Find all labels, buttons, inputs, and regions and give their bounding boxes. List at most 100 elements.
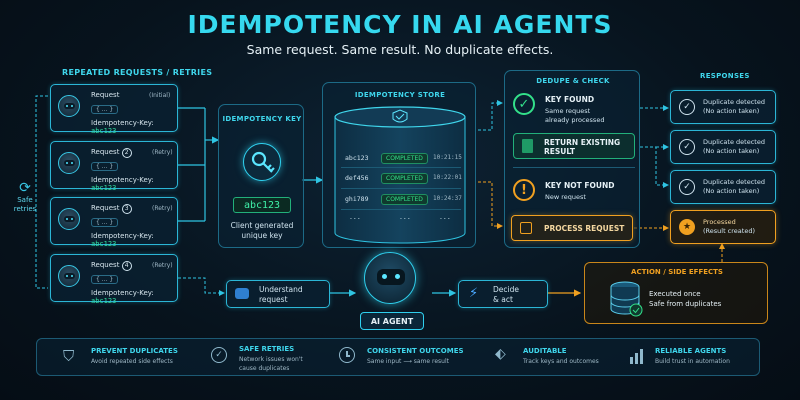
footer-desc: Build trust in automation (655, 358, 730, 365)
key-value: abc123 (91, 127, 117, 135)
request-body: { ... } (91, 105, 119, 114)
ai-agent-label: AI AGENT (360, 312, 424, 330)
dedupe-check-panel: DEDUPE & CHECK ✓ KEY FOUND Same request … (504, 70, 640, 248)
store-key: def456 (345, 174, 369, 182)
request-body: { ... } (91, 275, 119, 284)
table-row: ... ... ... (341, 210, 461, 226)
idempotency-key-value: abc123 (233, 197, 291, 213)
key-found-title: KEY FOUND (545, 95, 595, 104)
response-title: Duplicate detected (703, 178, 765, 186)
understand-line-2: request (259, 295, 288, 304)
return-line-2: RESULT (544, 147, 576, 156)
request-card-2: Request 2 (Retry) { ... } Idempotency-Ke… (50, 141, 178, 192)
warning-icon: ! (513, 179, 535, 201)
database-icon (610, 281, 643, 317)
process-request-label: PROCESS REQUEST (544, 224, 625, 233)
request-label: Request (91, 261, 120, 269)
store-table: abc123 COMPLETED 10:21:15 def456 COMPLET… (341, 151, 462, 226)
check-circle-icon: ✓ (679, 179, 695, 195)
ai-agent-robot-icon (364, 252, 416, 304)
process-request-box: PROCESS REQUEST (511, 215, 633, 241)
request-body: { ... } (91, 162, 119, 171)
document-icon (522, 139, 533, 153)
table-row: ghi789 COMPLETED 10:24:37 (341, 189, 462, 210)
store-time: 10:22:01 (433, 174, 462, 181)
key-found-desc-2: already processed (545, 116, 605, 124)
divider (513, 167, 635, 168)
store-status: COMPLETED (381, 153, 428, 164)
check-icon: ✓ (513, 93, 535, 115)
table-row: abc123 COMPLETED 10:21:15 (341, 151, 462, 168)
request-status: (Retry) (152, 262, 173, 269)
decide-act-box: ⚡ Decide & act (458, 280, 548, 308)
footer-title: RELIABLE AGENTS (655, 347, 727, 355)
footer-title: CONSISTENT OUTCOMES (367, 347, 464, 355)
response-title: Processed (703, 218, 736, 226)
key-not-found-title: KEY NOT FOUND (545, 181, 615, 190)
request-number: 3 (121, 204, 132, 214)
bar-chart-icon (630, 349, 643, 364)
footer-desc: Network issues won't (239, 356, 303, 363)
footer-desc: Track keys and outcomes (523, 358, 599, 365)
store-status: COMPLETED (381, 194, 428, 205)
store-key: ... (349, 213, 361, 221)
request-body: { ... } (91, 218, 119, 227)
response-card-2: ✓ Duplicate detected (No action taken) (670, 130, 776, 164)
table-row: def456 COMPLETED 10:22:01 (341, 168, 462, 189)
robot-icon (58, 152, 80, 174)
request-number: 2 (121, 148, 132, 158)
understand-request-box: Understand request (226, 280, 330, 308)
shield-check-icon: ⛉ (63, 347, 75, 365)
key-label: Idempotency-Key: (91, 289, 154, 297)
return-existing-result-box: RETURN EXISTING RESULT (513, 133, 635, 159)
response-desc: (Result created) (703, 227, 755, 235)
response-desc: (No action taken) (703, 187, 760, 195)
key-label: Idempotency-Key: (91, 176, 154, 184)
safe-retries-label: Safe retries (13, 196, 37, 213)
key-value: abc123 (91, 297, 117, 305)
footer-title: SAFE RETRIES (239, 345, 295, 353)
key-label: Idempotency-Key: (91, 232, 154, 240)
request-status: (Retry) (152, 149, 173, 156)
request-card-4: Request 4 (Retry) { ... } Idempotency-Ke… (50, 254, 178, 305)
request-label: Request (91, 148, 120, 156)
response-title: Duplicate detected (703, 98, 765, 106)
page-title: IDEMPOTENCY IN AI AGENTS (187, 10, 613, 39)
idempotency-store-label: IDEMPOTENCY STORE (354, 91, 446, 99)
store-status: ... (399, 213, 411, 221)
refresh-icon: ⟳ (19, 180, 31, 196)
key-label: Idempotency-Key: (91, 119, 154, 127)
dedupe-section-label: DEDUPE & CHECK (536, 77, 610, 85)
check-circle-icon: ✓ (679, 99, 695, 115)
chip-icon (520, 222, 532, 234)
response-card-1: ✓ Duplicate detected (No action taken) (670, 90, 776, 124)
key-caption-2: unique key (241, 231, 283, 240)
decide-line-2: & act (493, 295, 513, 304)
understand-line-1: Understand (259, 285, 303, 294)
footer-title: AUDITABLE (523, 347, 567, 355)
response-card-processed: ★ Processed (Result created) (670, 210, 776, 244)
robot-icon (58, 265, 80, 287)
idempotency-key-panel: IDEMPOTENCY KEY abc123 Client generated … (218, 104, 304, 248)
key-found-desc-1: Same request (545, 107, 591, 115)
response-title: Duplicate detected (703, 138, 765, 146)
lightning-icon: ⚡ (469, 286, 479, 301)
store-time: 10:24:37 (433, 195, 462, 202)
decide-line-1: Decide (493, 285, 519, 294)
check-circle-icon: ✓ (211, 347, 227, 363)
request-card-1: Request (Initial) { ... } Idempotency-Ke… (50, 84, 178, 135)
key-icon (243, 143, 281, 181)
request-number: 4 (121, 261, 132, 271)
side-effects-line-1: Executed once (649, 290, 701, 298)
footer-desc-2: cause duplicates (239, 365, 290, 372)
request-label: Request (91, 91, 120, 99)
side-effects-label: ACTION / SIDE EFFECTS (631, 268, 723, 276)
return-line-1: RETURN EXISTING (544, 138, 621, 147)
idempotency-key-label: IDEMPOTENCY KEY (222, 115, 302, 123)
responses-section-label: RESPONSES (700, 72, 750, 80)
request-status: (Retry) (152, 205, 173, 212)
response-desc: (No action taken) (703, 107, 760, 115)
robot-icon (58, 95, 80, 117)
chat-icon (235, 288, 249, 299)
